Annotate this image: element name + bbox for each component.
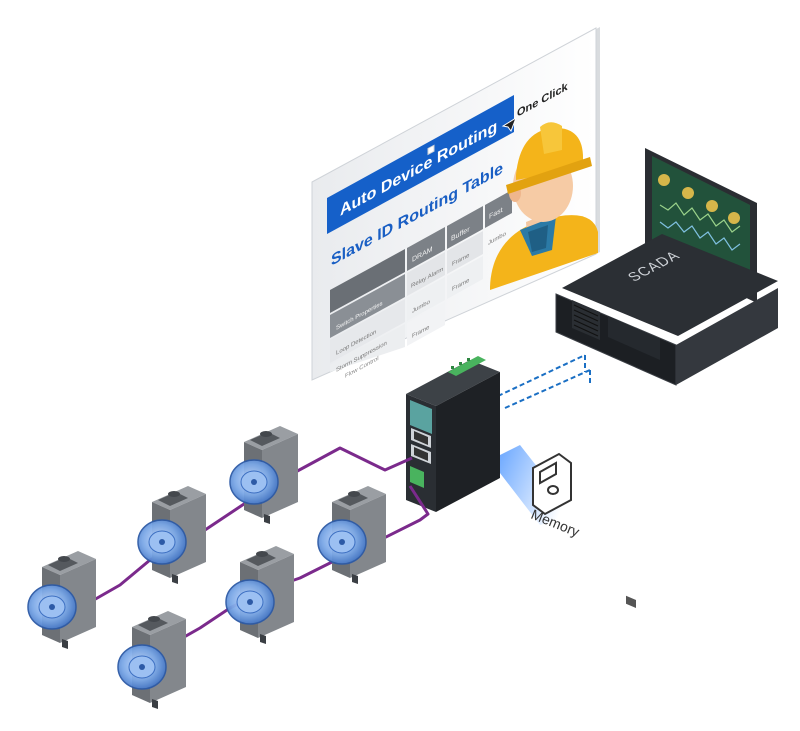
water-meter	[317, 486, 386, 584]
water-meter	[27, 551, 96, 649]
gateway-device	[406, 144, 500, 512]
routing-table-body: Switch Properties Relay Alarm Frame Jumb…	[330, 230, 506, 380]
water-meter	[229, 426, 298, 524]
scada-server: SCADA	[555, 148, 778, 608]
routing-panel: Auto Device Routing One Click Slave ID R…	[311, 27, 600, 381]
worker-avatar-icon	[490, 122, 598, 290]
water-meter	[137, 486, 206, 584]
water-meter	[117, 611, 186, 709]
water-meter	[225, 546, 294, 644]
meter-group	[27, 426, 386, 709]
floppy-disk-icon	[532, 452, 572, 516]
communication-link	[497, 354, 591, 409]
cursor-icon	[501, 116, 517, 133]
routing-table-header: DRAM Buffer Fast	[330, 190, 512, 313]
